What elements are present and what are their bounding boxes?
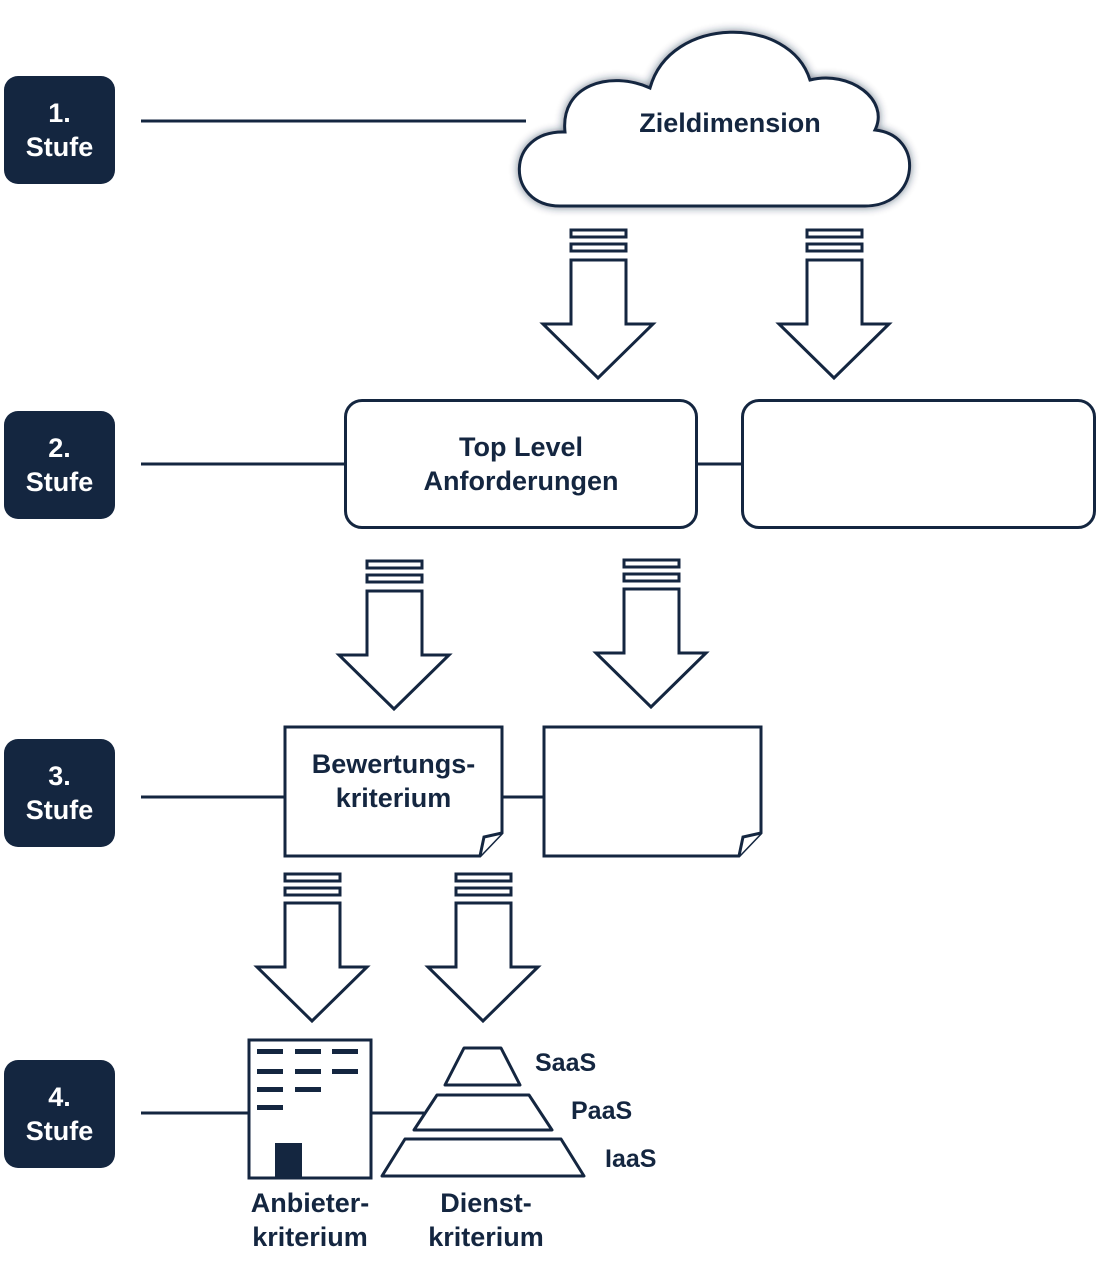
arrow-cloud-to-top-level	[539, 228, 657, 381]
provider-line1: Anbieter-	[250, 1188, 370, 1218]
pyramid-tier-paas	[412, 1093, 554, 1132]
provider-line2: kriterium	[252, 1222, 368, 1252]
criterion-line2: kriterium	[335, 783, 452, 813]
criterion-note	[283, 725, 504, 858]
pyramid-tier-iaas	[380, 1137, 586, 1178]
arrow-cloud-to-right-box	[775, 228, 893, 381]
level-number: 3.	[48, 761, 71, 791]
top-level-box: Top Level Anforderungen	[344, 399, 698, 529]
top-level-line2: Anforderungen	[423, 466, 619, 496]
level-number: 2.	[48, 433, 71, 463]
level-word: Stufe	[25, 1116, 94, 1146]
arrow-top-level-to-criterion	[335, 559, 453, 712]
arrow-criterion-to-provider	[253, 872, 371, 1024]
pyramid-tier-saas	[443, 1046, 522, 1087]
criterion-label: Bewertungs- kriterium	[285, 747, 502, 815]
level-badge-3: 3. Stufe	[4, 739, 115, 847]
level-badge-4: 4. Stufe	[4, 1060, 115, 1168]
level-word: Stufe	[25, 467, 94, 497]
service-line1: Dienst-	[440, 1188, 532, 1218]
criterion-line1: Bewertungs-	[311, 749, 476, 779]
service-line2: kriterium	[428, 1222, 544, 1252]
empty-box	[741, 399, 1096, 529]
building-icon	[247, 1038, 373, 1180]
level-word: Stufe	[25, 795, 94, 825]
level-badge-1: 1. Stufe	[4, 76, 115, 184]
arrow-criterion-to-service	[424, 872, 542, 1024]
cloud-shape	[517, 30, 911, 208]
cloud-label: Zieldimension	[639, 108, 821, 138]
empty-note	[542, 725, 763, 858]
level-badge-2: 2. Stufe	[4, 411, 115, 519]
service-label: Dienst- kriterium	[396, 1186, 576, 1254]
pyramid-label-saas: SaaS	[535, 1049, 597, 1077]
level-number: 1.	[48, 98, 71, 128]
arrow-top-level-to-right-note	[592, 558, 710, 710]
pyramid-icon	[380, 1046, 586, 1178]
level-number: 4.	[48, 1082, 71, 1112]
top-level-line1: Top Level	[458, 432, 584, 462]
pyramid-label-iaas: IaaS	[605, 1145, 657, 1173]
pyramid-label-paas: PaaS	[571, 1097, 633, 1125]
level-word: Stufe	[25, 132, 94, 162]
provider-label: Anbieter- kriterium	[220, 1186, 400, 1254]
